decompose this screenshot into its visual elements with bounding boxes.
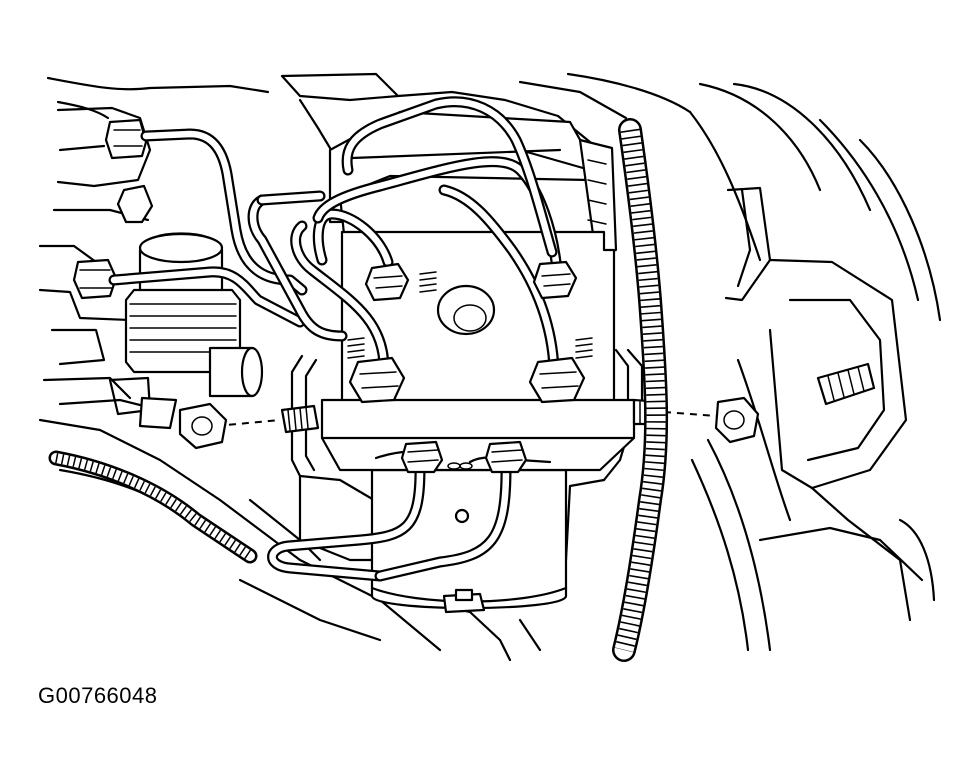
tube-nuts (350, 262, 584, 472)
wiring-loom-right (624, 130, 656, 650)
hcu-valve-block (322, 232, 634, 470)
abs-modulator-illustration (0, 0, 956, 680)
master-cylinder (110, 234, 262, 429)
wiring-loom-left (56, 458, 250, 556)
figure-code: G00766048 (38, 683, 158, 708)
brake-lines (114, 102, 556, 576)
left-fittings (74, 120, 152, 298)
pump-motor (372, 470, 566, 612)
mounting-hardware (180, 364, 874, 448)
